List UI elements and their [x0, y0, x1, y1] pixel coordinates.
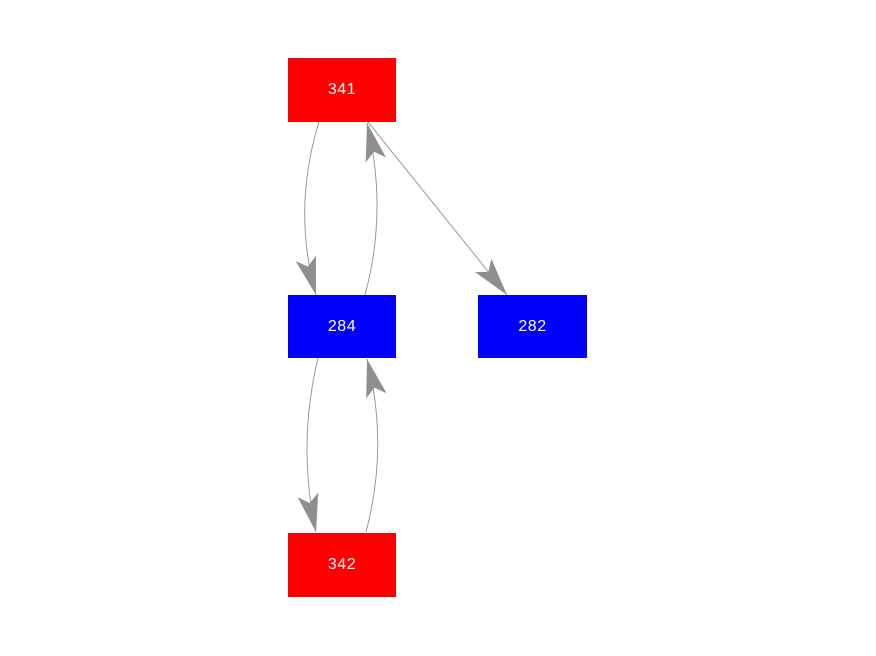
node-342[interactable]: 342 — [288, 533, 396, 597]
node-341[interactable]: 341 — [288, 58, 396, 122]
arrowhead-341-to-284 — [295, 255, 316, 295]
arrowhead-342-to-284 — [366, 359, 387, 399]
node-282[interactable]: 282 — [478, 295, 587, 358]
node-342-label: 342 — [327, 556, 357, 573]
node-284-label: 284 — [327, 317, 357, 335]
node-282-label: 282 — [518, 317, 547, 335]
arrowhead-284-to-341 — [365, 123, 387, 163]
arrowhead-341-to-282 — [475, 258, 507, 295]
node-284[interactable]: 284 — [288, 295, 396, 358]
node-341-label: 341 — [327, 81, 357, 98]
edge-341-to-282 — [367, 121, 508, 296]
arrowhead-284-to-342 — [297, 492, 319, 532]
